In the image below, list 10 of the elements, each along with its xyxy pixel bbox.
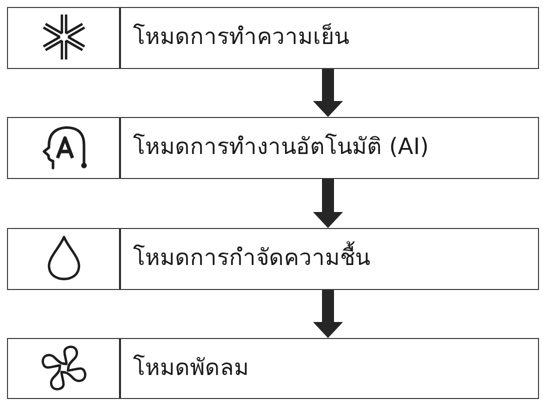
- mode-label: โหมดการทำความเย็น: [133, 23, 349, 52]
- arrow: [313, 69, 343, 117]
- mode-box: [7, 7, 539, 69]
- mode-label: โหมดการทำงานอัตโนมัติ (AI): [133, 133, 429, 162]
- mode-box: [7, 228, 539, 290]
- mode-box: [7, 338, 539, 399]
- mode-label: โหมดพัดลม: [133, 354, 249, 382]
- mode-box: [7, 117, 539, 179]
- arrow: [313, 290, 343, 338]
- arrow: [313, 179, 343, 228]
